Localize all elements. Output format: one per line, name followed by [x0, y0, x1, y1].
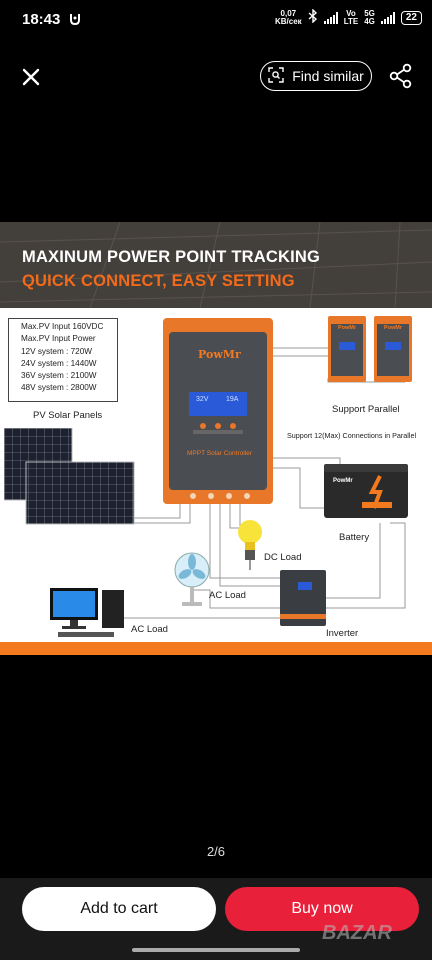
share-icon [389, 63, 412, 89]
controller-brand-label: PowMr [198, 348, 241, 361]
share-button[interactable] [388, 63, 414, 89]
pv-panels-label: PV Solar Panels [33, 410, 103, 421]
ac-load-pc-label: AC Load [131, 624, 168, 635]
add-to-cart-button[interactable]: Add to cart [22, 887, 216, 931]
image-search-icon [268, 66, 284, 86]
computer-image [50, 588, 124, 637]
buy-now-button[interactable]: Buy now [225, 887, 419, 931]
support-parallel-label: Support Parallel [332, 404, 400, 415]
ac-load-fan-label: AC Load [209, 590, 246, 601]
status-time: 18:43 [22, 11, 61, 28]
find-similar-button[interactable]: Find similar [260, 61, 372, 91]
dc-load-label: DC Load [264, 552, 302, 563]
light-bulb-image [238, 520, 262, 570]
parallel-controllers-image [328, 316, 412, 382]
notification-icon [68, 12, 82, 29]
fan-image [174, 552, 210, 606]
image-bottom-strip [0, 642, 432, 655]
pv-solar-panels-image [4, 428, 135, 525]
banner-title: MAXINUM POWER POINT TRACKING [22, 248, 321, 266]
inverter-label: Inverter [326, 628, 359, 639]
product-banner: MAXINUM POWER POINT TRACKING QUICK CONNE… [0, 222, 432, 308]
bluetooth-icon [308, 8, 318, 26]
mppt-controller-image [163, 318, 273, 504]
product-image[interactable]: MAXINUM POWER POINT TRACKING QUICK CONNE… [0, 222, 432, 655]
lcd-voltage: 32V [196, 396, 209, 403]
lcd-current: 19A [226, 396, 239, 403]
network-speed: 0,07 KB/сек [275, 8, 302, 26]
battery-brand: PowMr [333, 478, 353, 484]
watermark-logo: BAZAR [322, 922, 392, 944]
battery-image [324, 464, 408, 518]
wiring-diagram: Max.PV Input 160VDC Max.PV Input Power 1… [0, 308, 432, 642]
battery-icon: 22 [400, 10, 422, 25]
parallel-brand-2: PowMr [384, 325, 403, 331]
close-icon [22, 68, 40, 86]
parallel-brand-1: PowMr [338, 325, 357, 331]
find-similar-label: Find similar [292, 68, 364, 84]
gallery-counter: 2/6 [206, 844, 226, 859]
support-connections-label: Support 12(Max) Connections in Parallel [287, 431, 417, 440]
home-indicator[interactable] [132, 948, 300, 952]
banner-solar-panels-image [0, 222, 432, 308]
signal-icon-1 [323, 11, 338, 24]
inverter-image [280, 570, 326, 626]
signal-icon-2 [380, 11, 395, 24]
controller-model-label: MPPT Solar Controller [187, 450, 252, 457]
battery-label: Battery [339, 532, 370, 543]
spec-box: Max.PV Input 160VDC Max.PV Input Power 1… [8, 318, 118, 402]
close-button[interactable] [18, 64, 44, 90]
banner-subtitle: QUICK CONNECT, EASY SETTING [22, 272, 295, 290]
